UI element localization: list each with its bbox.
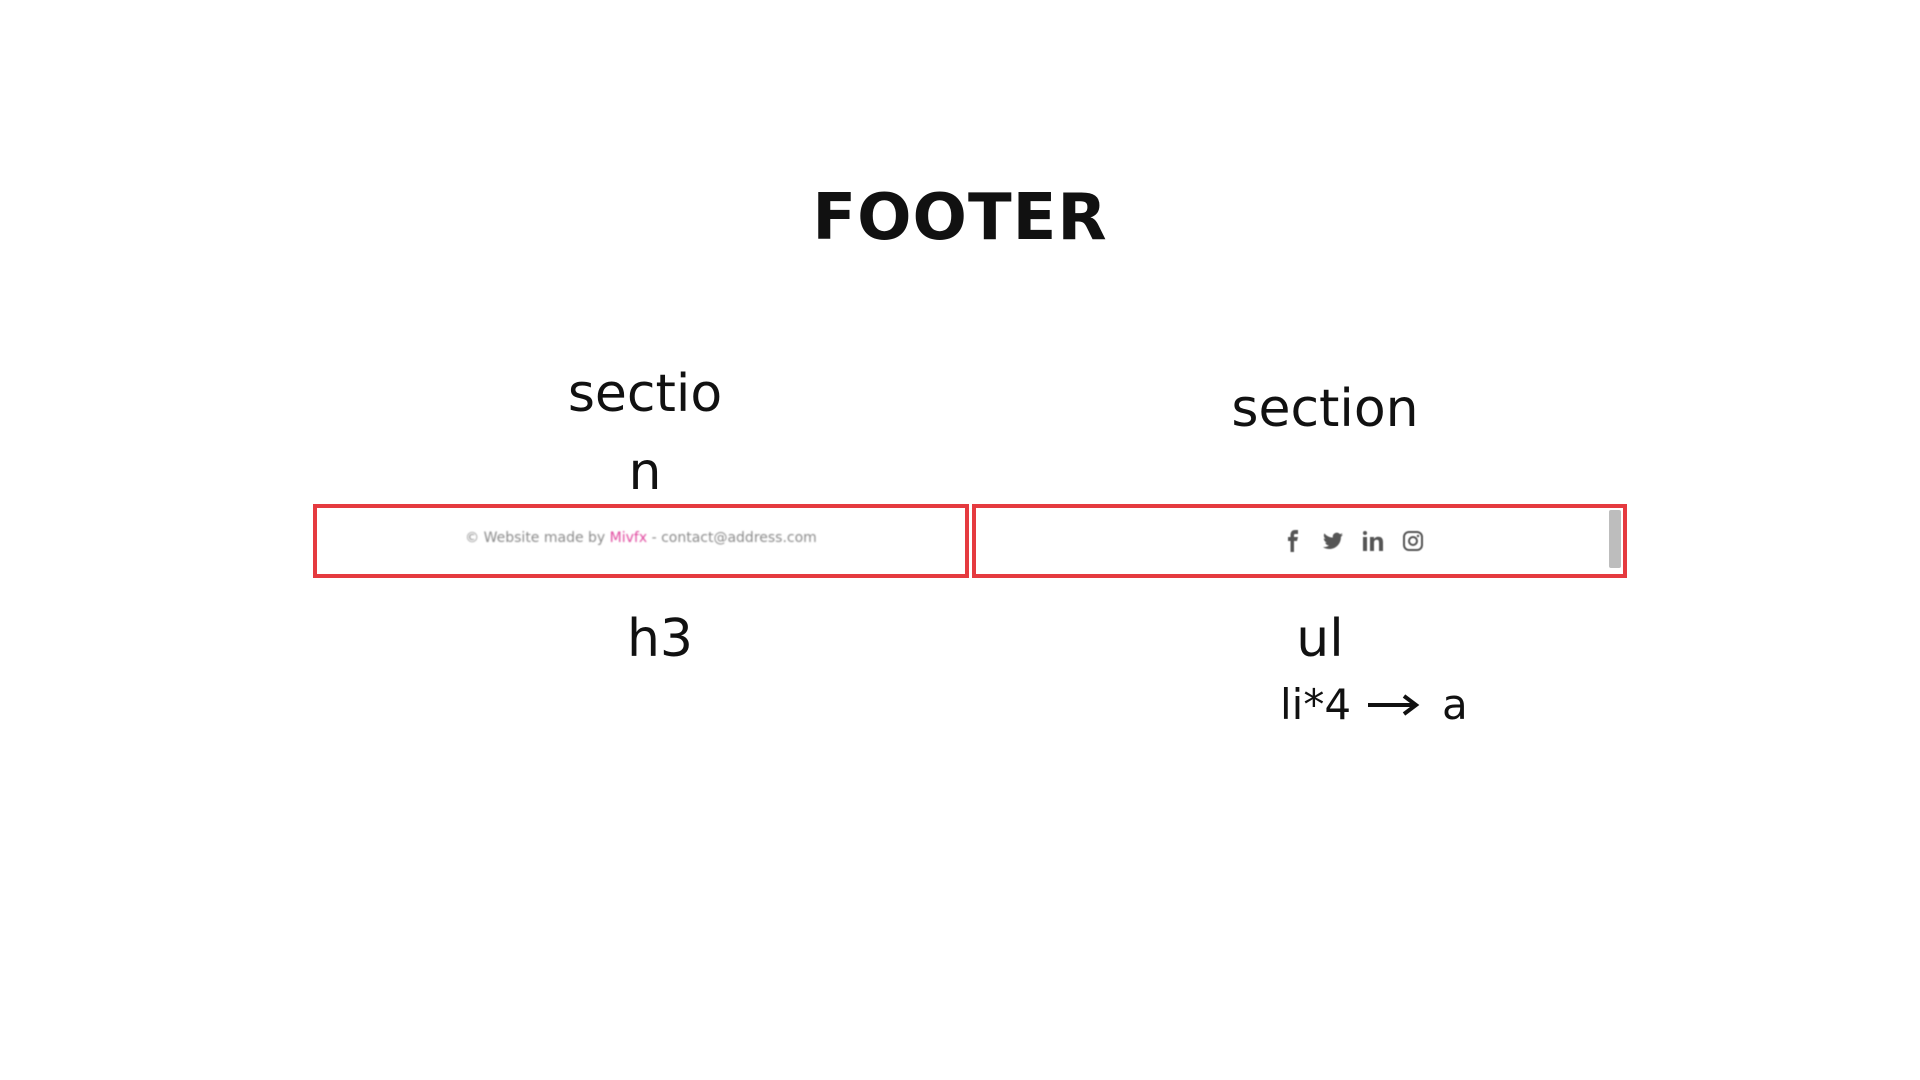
twitter-link[interactable] xyxy=(1322,528,1344,554)
brand-link[interactable]: Mivfx xyxy=(609,530,648,546)
left-footer-section-box: © Website made by Mivfx - contact@addres… xyxy=(313,504,969,578)
right-section-label: section xyxy=(1231,379,1419,439)
facebook-icon xyxy=(1288,530,1298,552)
footer-credit-text: © Website made by Mivfx - contact@addres… xyxy=(317,530,965,546)
a-label: a xyxy=(1442,680,1468,729)
ul-label: ul xyxy=(1296,609,1344,669)
li-label: li*4 xyxy=(1280,680,1352,729)
twitter-icon xyxy=(1323,532,1343,549)
instagram-icon xyxy=(1403,531,1423,551)
instagram-link[interactable] xyxy=(1402,528,1424,554)
facebook-link[interactable] xyxy=(1282,528,1304,554)
copyright-prefix: © Website made by xyxy=(465,530,610,546)
linkedin-icon xyxy=(1363,531,1383,551)
h3-label: h3 xyxy=(626,609,694,669)
scrollbar[interactable] xyxy=(1609,510,1621,568)
right-footer-section-box xyxy=(972,504,1627,578)
left-section-label: section xyxy=(567,364,723,502)
social-links-list xyxy=(1282,528,1424,554)
linkedin-link[interactable] xyxy=(1362,528,1384,554)
contact-text: - contact@address.com xyxy=(647,530,817,546)
right-arrow-icon xyxy=(1368,694,1420,716)
diagram-title: FOOTER xyxy=(812,181,1108,255)
